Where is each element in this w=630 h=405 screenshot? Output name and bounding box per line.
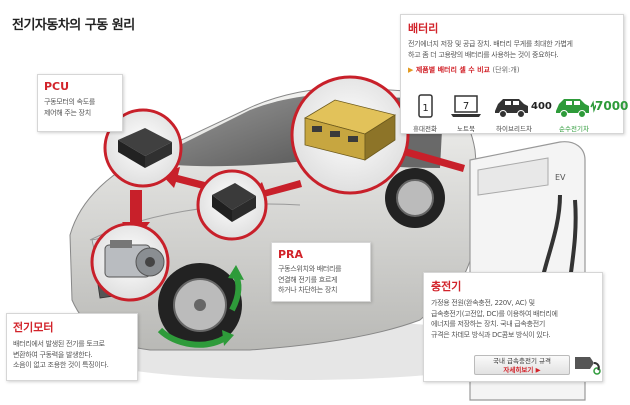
pcu-info-box: PCU 구동모터의 속도를 제어해 주는 장치 xyxy=(37,74,123,132)
pcu-title: PCU xyxy=(44,80,70,93)
device-label: 휴대전화 xyxy=(413,125,437,133)
svg-text:7: 7 xyxy=(463,101,469,112)
device-label: 노트북 xyxy=(457,125,475,133)
charger-info-box: 충전기 가정용 전원(완속충전, 220V, AC) 및 급속충전기(고전압, … xyxy=(423,272,603,382)
motor-info-box: 전기모터 배터리에서 발생된 전기를 토크로 변환하여 구동력을 발생한다. 소… xyxy=(6,313,138,381)
battery-compare-unit: (단위:개) xyxy=(492,66,520,74)
pra-desc-line: 연결해 전기를 흐르게 xyxy=(278,275,338,284)
device-laptop: 7 노트북 xyxy=(448,93,484,133)
pra-info-box: PRA 구동스위치와 배터리를 연결해 전기를 흐르게 하거나 차단하는 장치 xyxy=(271,242,371,302)
motor-desc-line: 소음이 없고 조용한 것이 특징이다. xyxy=(13,361,109,369)
pcu-desc-line: 구동모터의 속도를 xyxy=(44,98,96,106)
charger-plug-icon xyxy=(575,357,601,375)
motor-circle xyxy=(90,222,170,302)
pcu-circle xyxy=(103,108,183,188)
laptop-icon: 7 xyxy=(451,95,481,117)
car-icon xyxy=(495,99,528,118)
battery-info-box: 배터리 전기에너지 저장 및 공급 장치. 배터리 무게를 최대한 가볍게 하고… xyxy=(400,14,628,134)
phone-icon: 1 xyxy=(418,94,433,118)
charger-link-label: 국내 급속충전기 규격 xyxy=(493,357,551,365)
battery-desc-line: 전기에너지 저장 및 공급 장치. 배터리 무게를 최대한 가볍게 xyxy=(408,40,573,48)
charger-title: 충전기 xyxy=(431,280,462,293)
motor-desc-line: 변환하여 구동력을 발생한다. xyxy=(13,350,93,359)
motor-desc-line: 배터리에서 발생된 전기를 토크로 xyxy=(13,340,105,348)
electric-car-icon xyxy=(556,99,596,118)
charger-desc-line: 규격은 차데모 방식과 DC콤보 방식이 있다. xyxy=(431,330,551,339)
charger-desc-line: 가정용 전원(완속충전, 220V, AC) 및 xyxy=(431,299,535,307)
pcu-desc-line: 제어해 주는 장치 xyxy=(44,108,91,117)
page-title: 전기자동차의 구동 원리 xyxy=(12,18,135,33)
device-label: 하이브리드차 xyxy=(496,125,532,133)
charger-link-more: 자세히보기 ▶ xyxy=(503,366,541,374)
charger-desc-line: 급속충전기(고전압, DC)를 이용하여 배터리에 xyxy=(431,309,558,318)
pra-title: PRA xyxy=(278,248,304,261)
motor-title: 전기모터 xyxy=(13,321,54,334)
battery-desc-line: 하고 좀 더 고용량의 배터리를 사용하는 것이 중요하다. xyxy=(408,50,559,59)
wheel-rotation-arrows xyxy=(157,265,244,348)
charger-desc-line: 에너지를 저장하는 장치. 국내 급속충전기 xyxy=(431,320,546,328)
battery-compare-title: 제품별 배터리 셀 수 비교 xyxy=(415,66,490,74)
charger-standard-link[interactable]: 국내 급속충전기 규격 자세히보기 ▶ xyxy=(474,355,570,375)
device-count: 400 xyxy=(531,101,552,112)
battery-title: 배터리 xyxy=(408,22,439,35)
svg-text:1: 1 xyxy=(422,103,428,114)
device-label: 순수전기차 xyxy=(559,125,589,133)
pra-desc-line: 구동스위치와 배터리를 xyxy=(278,265,342,273)
pra-circle xyxy=(196,169,268,241)
device-count: 7000 xyxy=(595,99,629,113)
device-phone: 1 휴대전화 xyxy=(410,93,440,133)
battery-cell-comparison: 1 휴대전화 7 노트북 400 하이브리드차 xyxy=(408,93,628,133)
battery-circle xyxy=(290,75,410,195)
battery-compare-heading: ▶ 제품별 배터리 셀 수 비교 (단위:개) xyxy=(408,66,520,74)
pra-desc-line: 하거나 차단하는 장치 xyxy=(278,286,338,294)
ev-label: EV xyxy=(555,173,566,182)
